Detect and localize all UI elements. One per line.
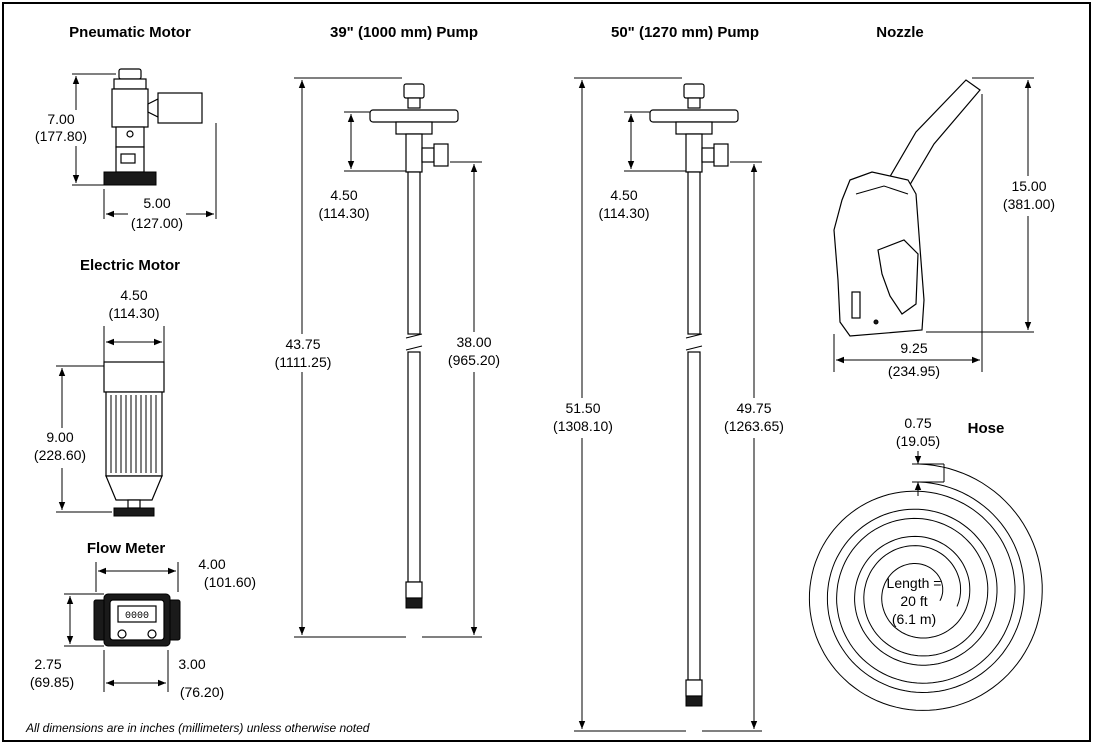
title-hose: Hose	[968, 420, 1005, 437]
hose-coil-drawing	[808, 463, 1043, 711]
pump39-head-in: 4.50	[330, 187, 357, 203]
electric-height-in: 9.00	[46, 429, 73, 445]
flowmeter-length-mm: (101.60)	[204, 574, 256, 590]
pneumatic-width-mm: (127.00)	[131, 215, 183, 231]
nozzle-height-mm: (381.00)	[1003, 196, 1055, 212]
pump50-tube-in: 49.75	[736, 400, 771, 416]
nozzle-width-mm: (234.95)	[888, 363, 940, 379]
flowmeter-height-in: 2.75	[34, 656, 61, 672]
title-pump-50: 50" (1270 mm) Pump	[611, 24, 759, 41]
footnote: All dimensions are in inches (millimeter…	[25, 721, 370, 735]
pump50-overall-mm: (1308.10)	[553, 418, 613, 434]
pump50-overall-in: 51.50	[565, 400, 600, 416]
flowmeter-display: 0000	[125, 611, 149, 622]
nozzle-height-in: 15.00	[1011, 178, 1046, 194]
pump-39-drawing	[369, 83, 459, 609]
flowmeter-width-mm: (76.20)	[180, 684, 224, 700]
pneumatic-height-mm: (177.80)	[35, 128, 87, 144]
title-pneumatic-motor: Pneumatic Motor	[69, 24, 191, 41]
pump39-head-mm: (114.30)	[318, 205, 369, 221]
hose-length-line1: Length =	[887, 575, 942, 591]
pump39-overall-mm: (1111.25)	[275, 354, 332, 370]
flow-meter-drawing: 0000	[93, 593, 181, 647]
pump39-tube-in: 38.00	[456, 334, 491, 350]
hose-diameter-in: 0.75	[904, 415, 931, 431]
hose-length-line3: (6.1 m)	[892, 611, 936, 627]
pump50-head-in: 4.50	[610, 187, 637, 203]
electric-width-in: 4.50	[120, 287, 147, 303]
pump-50-drawing	[649, 83, 739, 707]
electric-motor-drawing	[103, 361, 165, 517]
nozzle-width-in: 9.25	[900, 340, 927, 356]
hose-diameter-mm: (19.05)	[896, 433, 940, 449]
flowmeter-length-in: 4.00	[198, 556, 225, 572]
flowmeter-width-in: 3.00	[178, 656, 205, 672]
pump50-head-mm: (114.30)	[598, 205, 649, 221]
dimension-drawing: Pneumatic Motor 39" (1000 mm) Pump 50" (…	[25, 24, 1076, 735]
pump39-overall-in: 43.75	[285, 336, 320, 352]
hose-length-line2: 20 ft	[900, 593, 927, 609]
flowmeter-height-mm: (69.85)	[30, 674, 74, 690]
electric-height-mm: (228.60)	[34, 447, 86, 463]
pump39-tube-mm: (965.20)	[448, 352, 500, 368]
title-electric-motor: Electric Motor	[80, 257, 180, 274]
title-flow-meter: Flow Meter	[87, 540, 166, 557]
pump50-tube-mm: (1263.65)	[724, 418, 784, 434]
pneumatic-width-in: 5.00	[143, 195, 170, 211]
nozzle-drawing	[833, 79, 981, 337]
electric-width-mm: (114.30)	[108, 305, 159, 321]
pneumatic-height-in: 7.00	[47, 111, 74, 127]
pneumatic-motor-drawing	[103, 68, 203, 186]
title-pump-39: 39" (1000 mm) Pump	[330, 24, 478, 41]
title-nozzle: Nozzle	[876, 24, 924, 41]
